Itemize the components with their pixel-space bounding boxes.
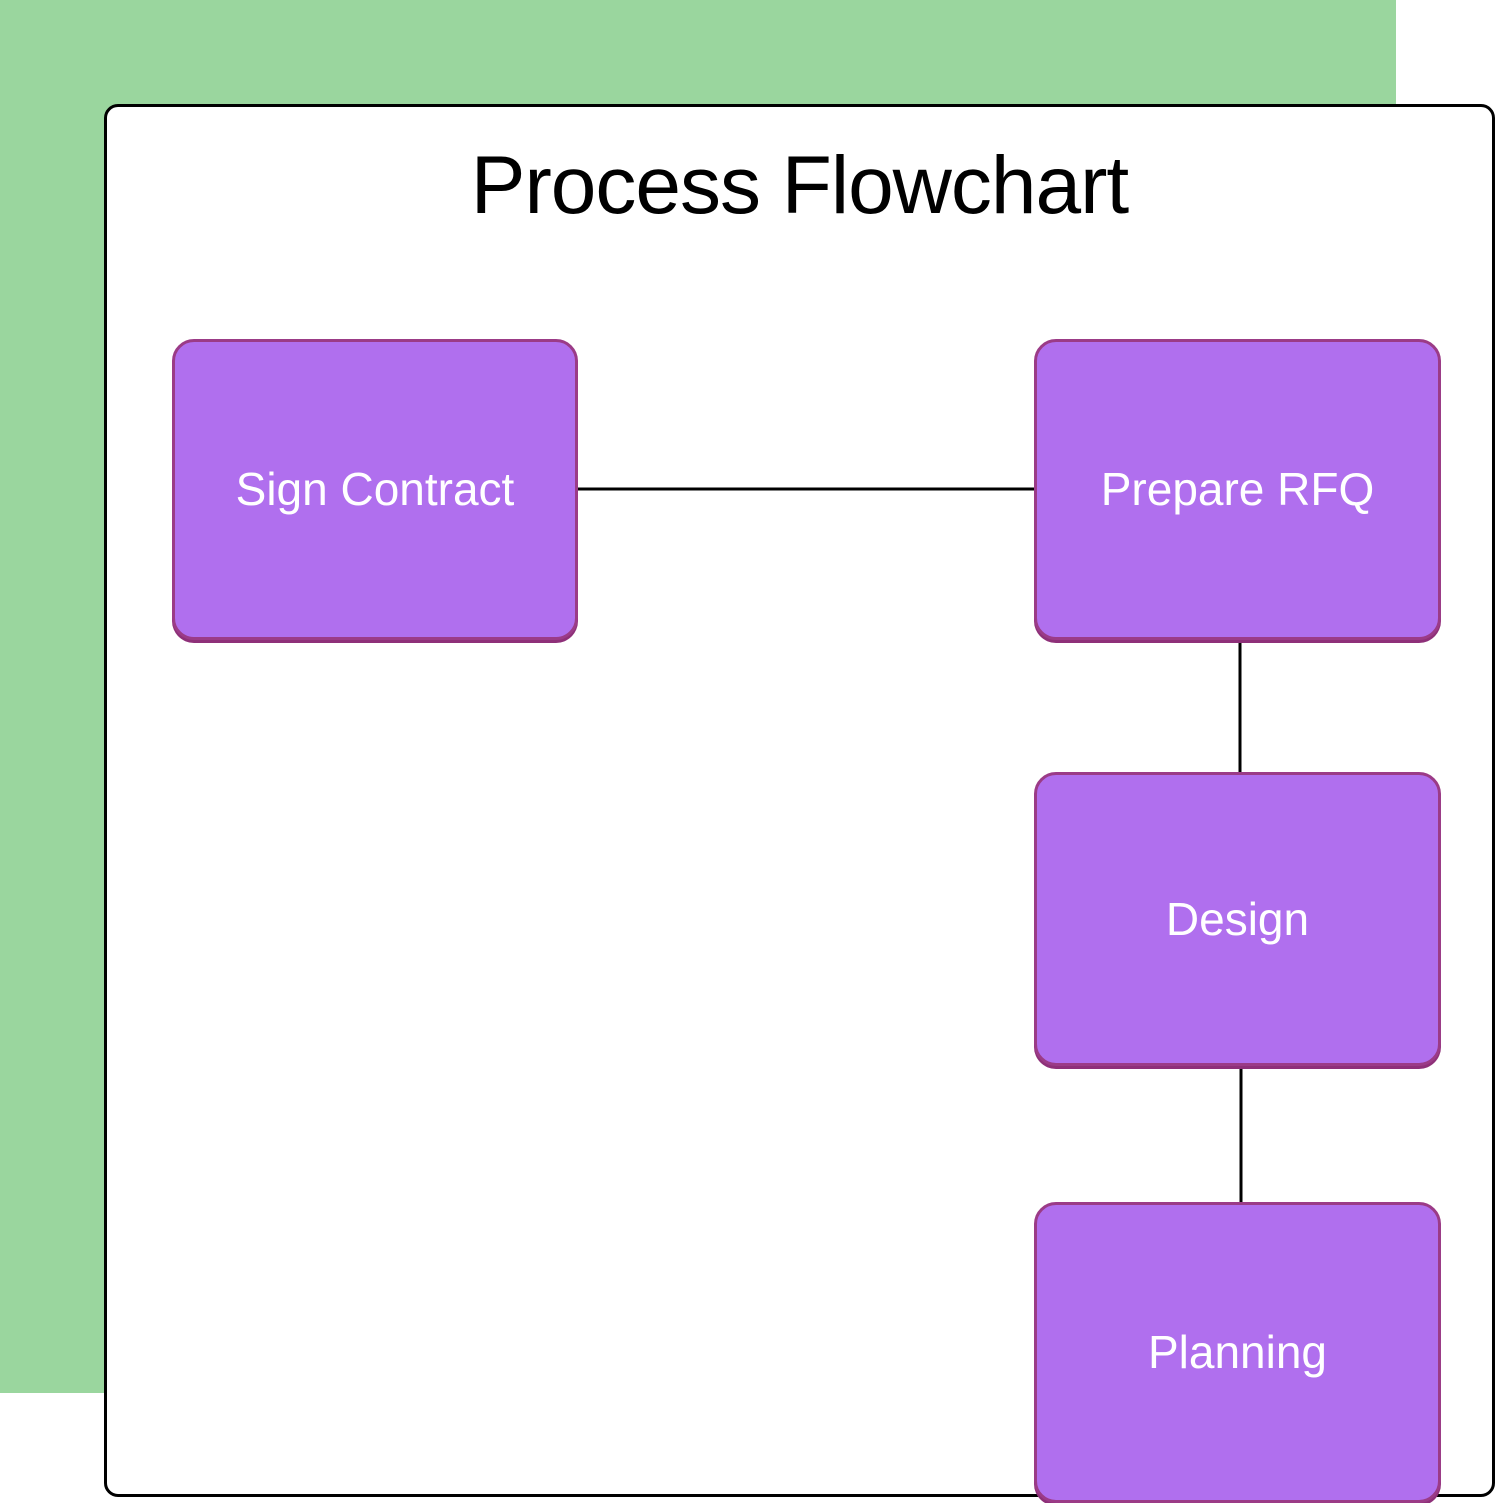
node-label-planning: Planning (1147, 1326, 1328, 1379)
node-label-prepare-rfq: Prepare RFQ (1100, 463, 1375, 516)
flowchart-node-design[interactable]: Design (1034, 772, 1441, 1066)
flowchart-node-planning[interactable]: Planning (1034, 1202, 1441, 1503)
page-title: Process Flowchart (470, 140, 1129, 231)
flowchart-node-sign-contract[interactable]: Sign Contract (172, 339, 578, 640)
flowchart-node-prepare-rfq[interactable]: Prepare RFQ (1034, 339, 1441, 640)
node-label-design: Design (1165, 892, 1310, 945)
node-label-sign-contract: Sign Contract (235, 463, 515, 516)
